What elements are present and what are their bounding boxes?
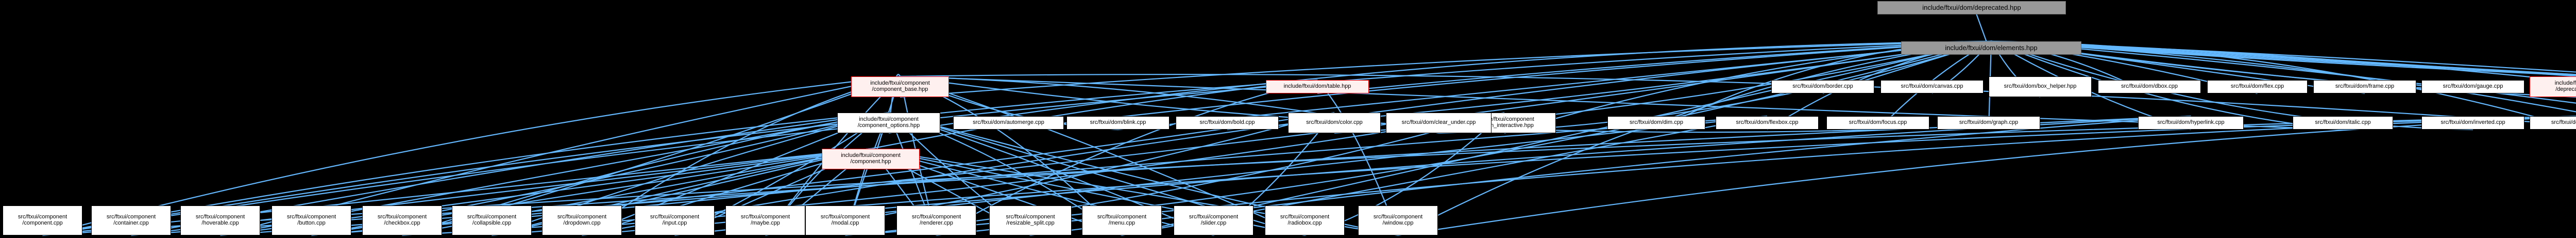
graph-node-label: src/ftxui/component /renderer.cpp (912, 214, 961, 226)
graph-node-n43[interactable]: src/ftxui/component /input.cpp (635, 205, 715, 235)
graph-node-label: src/ftxui/component /checkbox.cpp (378, 214, 427, 226)
graph-node-label: src/ftxui/dom/color.cpp (1306, 120, 1362, 126)
graph-node-label: src/ftxui/component /menu.cpp (1097, 214, 1146, 226)
graph-node-n51[interactable]: src/ftxui/component /window.cpp (1358, 205, 1438, 235)
graph-node-n0[interactable]: include/ftxui/dom/deprecated.hpp (1877, 1, 2066, 14)
graph-node-n9[interactable]: src/ftxui/dom/frame.cpp (2313, 80, 2416, 93)
graph-node-n29[interactable]: src/ftxui/dom/hyperlink.cpp (2138, 116, 2244, 130)
graph-node-n47[interactable]: src/ftxui/component /resizable_split.cpp (989, 205, 1072, 235)
graph-node-n41[interactable]: src/ftxui/component /collapsible.cpp (452, 205, 532, 235)
graph-node-label: src/ftxui/component /component.cpp (18, 214, 67, 226)
graph-node-label: src/ftxui/dom/bold.cpp (1200, 120, 1255, 126)
graph-node-n23[interactable]: src/ftxui/dom/color.cpp (1288, 113, 1381, 133)
graph-node-label: src/ftxui/component /radiobox.cpp (1280, 214, 1329, 226)
graph-node-label: src/ftxui/dom/canvas.cpp (1901, 84, 1963, 90)
graph-node-label: src/ftxui/dom/dbox.cpp (2121, 84, 2178, 90)
graph-node-label: src/ftxui/dom/italic.cpp (2315, 120, 2370, 126)
graph-node-n38[interactable]: src/ftxui/component /hoverable.cpp (180, 205, 260, 235)
graph-node-n24[interactable]: src/ftxui/dom/clear_under.cpp (1386, 113, 1492, 133)
graph-node-label: src/ftxui/dom/frame.cpp (2335, 84, 2394, 90)
graph-edge (1398, 41, 1992, 235)
graph-node-label: src/ftxui/dom/dim.cpp (1630, 120, 1683, 126)
graph-node-n2[interactable]: include/ftxui/component /component_base.… (851, 76, 949, 97)
graph-node-n22[interactable]: src/ftxui/dom/bold.cpp (1176, 116, 1279, 130)
graph-node-n50[interactable]: src/ftxui/component /radiobox.cpp (1265, 205, 1345, 235)
graph-node-n46[interactable]: src/ftxui/component /renderer.cpp (896, 205, 976, 235)
graph-node-label: include/ftxui/component /component_optio… (858, 117, 920, 129)
graph-node-n10[interactable]: src/ftxui/dom/gauge.cpp (2421, 80, 2524, 93)
graph-node-n4[interactable]: src/ftxui/dom/border.cpp (1771, 80, 1874, 93)
graph-node-label: src/ftxui/component /maybe.cpp (741, 214, 790, 226)
graph-node-label: src/ftxui/component /collapsible.cpp (467, 214, 516, 226)
graph-node-label: src/ftxui/dom/box_helper.hpp (2004, 84, 2077, 90)
graph-node-label: src/ftxui/dom/clear_under.cpp (1402, 120, 1476, 126)
graph-node-n35[interactable]: include/ftxui/component /component.hpp (822, 149, 920, 169)
graph-node-n3[interactable]: include/ftxui/dom/table.hpp (1266, 80, 1369, 93)
graph-node-label: include/ftxui/dom/elements.hpp (1945, 44, 2037, 52)
graph-node-label: src/ftxui/dom/hyperlink.cpp (2157, 120, 2224, 126)
graph-node-label: src/ftxui/dom/border.cpp (1792, 84, 1853, 90)
graph-node-n26[interactable]: src/ftxui/dom/flexbox.cpp (1716, 116, 1819, 130)
graph-node-n1[interactable]: include/ftxui/dom/elements.hpp (1901, 41, 2081, 55)
graph-node-n6[interactable]: src/ftxui/dom/box_helper.hpp (1989, 76, 2092, 97)
graph-node-label: src/ftxui/component /slider.cpp (1189, 214, 1238, 226)
graph-node-label: src/ftxui/dom/flex.cpp (2231, 84, 2284, 90)
graph-node-n37[interactable]: src/ftxui/component /container.cpp (91, 205, 171, 235)
graph-node-label: src/ftxui/dom/reflect.cpp (2551, 120, 2576, 126)
graph-node-n7[interactable]: src/ftxui/dom/dbox.cpp (2098, 80, 2201, 93)
graph-node-label: src/ftxui/dom/automerge.cpp (973, 120, 1044, 126)
graph-node-label: src/ftxui/dom/blink.cpp (1090, 120, 1146, 126)
graph-node-n48[interactable]: src/ftxui/component /menu.cpp (1082, 205, 1162, 235)
graph-node-label: src/ftxui/component /container.cpp (107, 214, 156, 226)
graph-node-n39[interactable]: src/ftxui/component /button.cpp (272, 205, 351, 235)
graph-node-label: src/ftxui/component /hoverable.cpp (196, 214, 245, 226)
graph-node-label: src/ftxui/component /button.cpp (287, 214, 336, 226)
graph-node-n25[interactable]: src/ftxui/dom/dim.cpp (1607, 116, 1705, 130)
graph-node-label: src/ftxui/component /resizable_split.cpp (1006, 214, 1055, 226)
graph-node-n30[interactable]: src/ftxui/dom/italic.cpp (2293, 116, 2393, 130)
graph-node-n18[interactable]: include/ftxui/component /component_optio… (837, 113, 940, 133)
graph-node-label: include/ftxui/component /component.hpp (841, 153, 901, 165)
graph-node-label: src/ftxui/dom/graph.cpp (1959, 120, 2018, 126)
graph-node-n21[interactable]: src/ftxui/dom/blink.cpp (1066, 116, 1170, 130)
graph-node-n20[interactable]: src/ftxui/dom/automerge.cpp (953, 116, 1064, 130)
graph-node-label: src/ftxui/component /modal.cpp (821, 214, 870, 226)
graph-node-n36[interactable]: src/ftxui/component /component.cpp (3, 205, 82, 235)
graph-node-n27[interactable]: src/ftxui/dom/focus.cpp (1826, 116, 1929, 130)
graph-node-label: src/ftxui/dom/gauge.cpp (2443, 84, 2503, 90)
graph-node-label: include/ftxui/component /component_base.… (870, 81, 930, 92)
graph-node-label: src/ftxui/component /window.cpp (1374, 214, 1422, 226)
graph-node-label: include/ftxui/dom /deprecated.hpp (2555, 81, 2576, 92)
graph-node-label: src/ftxui/component /input.cpp (650, 214, 699, 226)
graph-node-label: src/ftxui/component /dropdown.cpp (557, 214, 606, 226)
graph-node-label: src/ftxui/dom/focus.cpp (1849, 120, 1907, 126)
graph-node-n45[interactable]: src/ftxui/component /modal.cpp (805, 205, 885, 235)
graph-node-label: include/ftxui/dom/table.hpp (1284, 84, 1351, 90)
graph-node-n49[interactable]: src/ftxui/component /slider.cpp (1174, 205, 1253, 235)
graph-node-n40[interactable]: src/ftxui/component /checkbox.cpp (362, 205, 442, 235)
graph-node-n8[interactable]: src/ftxui/dom/flex.cpp (2207, 80, 2308, 93)
graph-node-n11[interactable]: include/ftxui/dom /deprecated.hpp (2530, 76, 2576, 97)
graph-node-label: src/ftxui/dom/flexbox.cpp (1736, 120, 1798, 126)
graph-node-n44[interactable]: src/ftxui/component /maybe.cpp (725, 205, 805, 235)
graph-node-n32[interactable]: src/ftxui/dom/reflect.cpp (2530, 116, 2576, 130)
graph-node-n31[interactable]: src/ftxui/dom/inverted.cpp (2421, 116, 2524, 130)
graph-node-n42[interactable]: src/ftxui/component /dropdown.cpp (542, 205, 622, 235)
graph-node-n5[interactable]: src/ftxui/dom/canvas.cpp (1880, 80, 1984, 93)
graph-node-n28[interactable]: src/ftxui/dom/graph.cpp (1937, 116, 2040, 130)
graph-node-label: include/ftxui/dom/deprecated.hpp (1922, 4, 2021, 11)
graph-node-label: src/ftxui/dom/inverted.cpp (2441, 120, 2505, 126)
